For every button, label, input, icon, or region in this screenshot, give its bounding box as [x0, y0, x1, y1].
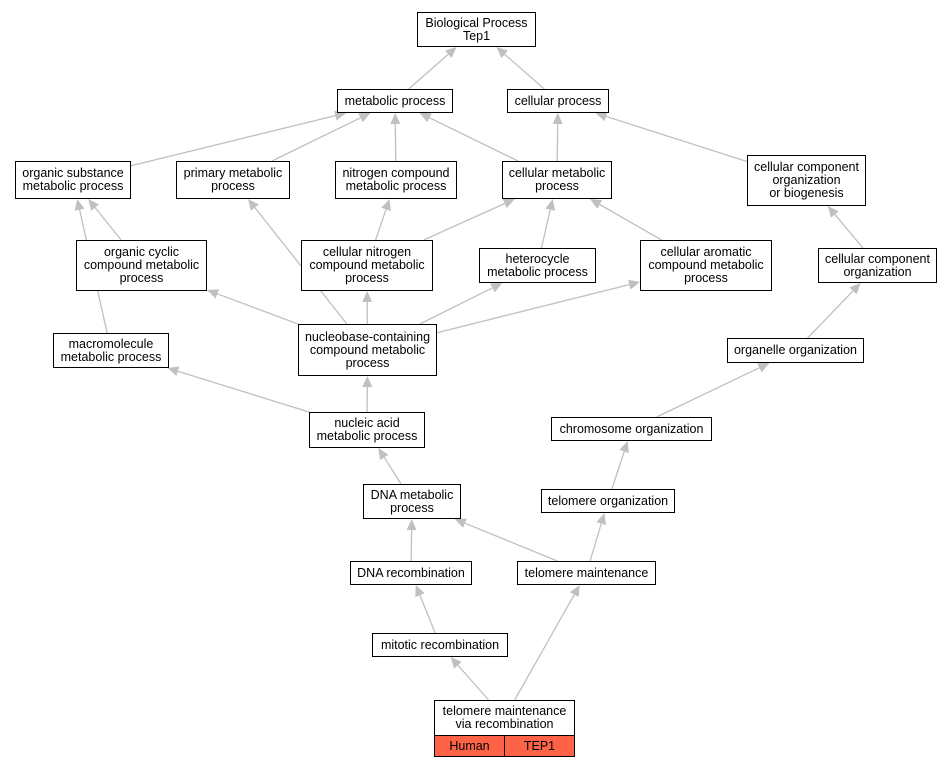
arrowhead-cco-to-ccob [827, 206, 839, 218]
edge-cellular_metabolic-to-cellular [556, 123, 559, 162]
edge-telomere_maint-to-dna_metabolic [464, 522, 558, 562]
node-primary-metabolic-process[interactable]: primary metabolic process [176, 161, 290, 199]
arrowhead-dna_recomb-to-dna_metabolic [406, 519, 417, 531]
edge-cellular-to-bp [504, 53, 545, 90]
edge-chromosome-to-organelle [656, 367, 760, 418]
arrowhead-telomere_org-to-chromosome [619, 441, 629, 453]
edge-tmvr-to-telomere_maint [514, 594, 575, 701]
arrowhead-nucleobase-to-organic_cyclic [207, 289, 220, 299]
arrowhead-nucleic_acid-to-macromolecule [167, 366, 180, 376]
edge-organic_substance-to-metabolic [130, 114, 336, 167]
arrowhead-cellular_aromatic-to-cellular_metabolic [590, 199, 603, 209]
edge-nucleic_acid-to-macromolecule [177, 370, 310, 413]
edge-nucleobase-to-primary_metabolic [254, 207, 348, 325]
edge-nucleobase-to-heterocycle [419, 287, 493, 325]
edge-primary_metabolic-to-metabolic [271, 117, 361, 162]
node-cellular-nitrogen-compound-metabolic-process[interactable]: cellular nitrogen compound metabolic pro… [301, 240, 433, 291]
node-nitrogen-compound-metabolic-process[interactable]: nitrogen compound metabolic process [335, 161, 457, 199]
node-telomere-maintenance-via-recombination[interactable]: telomere maintenance via recombination [434, 700, 575, 736]
arrowhead-nucleobase-to-primary_metabolic [248, 199, 259, 211]
arrowhead-nucleobase-to-cellular_aromatic [628, 279, 640, 290]
edge-nucleobase-to-cellular_aromatic [436, 283, 630, 334]
arrowhead-primary_metabolic-to-metabolic [358, 113, 371, 123]
arrowhead-cellular-to-bp [496, 47, 508, 58]
edge-organic_cyclic-to-organic_substance [94, 207, 122, 241]
arrowhead-dna_metabolic-to-nucleic_acid [378, 448, 389, 460]
arrowhead-nitrogen_compound-to-metabolic [390, 113, 401, 125]
arrowhead-cellular_nitrogen-to-cellular_metabolic [502, 199, 515, 209]
edge-ccob-to-cellular [605, 115, 748, 163]
edge-cellular_nitrogen-to-cellular_metabolic [423, 202, 505, 241]
arrowhead-cellular_metabolic-to-metabolic [419, 113, 432, 123]
arrowhead-heterocycle-to-cellular_metabolic [545, 199, 556, 211]
arrowhead-organic_cyclic-to-organic_substance [88, 199, 99, 211]
arrowhead-cellular_nitrogen-to-nitrogen_compound [381, 199, 391, 211]
node-chromosome-organization[interactable]: chromosome organization [551, 417, 712, 441]
node-cellular-metabolic-process[interactable]: cellular metabolic process [502, 161, 612, 199]
arrowhead-telomere_maint-to-dna_metabolic [454, 518, 467, 528]
edge-cco-to-ccob [834, 213, 864, 249]
arrowhead-nucleobase-to-cellular_nitrogen [362, 291, 373, 302]
edge-nucleobase-to-organic_cyclic [217, 293, 299, 325]
arrowhead-metabolic-to-bp [445, 47, 457, 58]
node-heterocycle-metabolic-process[interactable]: heterocycle metabolic process [479, 248, 596, 283]
node-macromolecule-metabolic-process[interactable]: macromolecule metabolic process [53, 333, 169, 368]
node-telomere-maintenance[interactable]: telomere maintenance [517, 561, 656, 585]
node-metabolic-process[interactable]: metabolic process [337, 89, 453, 113]
arrowhead-nucleobase-to-heterocycle [490, 283, 503, 293]
gene-annotation-cell: TEP1 [504, 735, 575, 757]
edge-cellular_metabolic-to-metabolic [429, 117, 519, 162]
edge-tmvr-to-mitotic [457, 664, 490, 701]
edge-heterocycle-to-cellular_metabolic [540, 209, 551, 249]
node-dna-metabolic-process[interactable]: DNA metabolic process [363, 484, 461, 519]
edge-nitrogen_compound-to-metabolic [394, 123, 397, 162]
arrowhead-nucleic_acid-to-nucleobase [362, 376, 373, 387]
node-telomere-organization[interactable]: telomere organization [541, 489, 675, 513]
arrowhead-ccob-to-cellular [595, 111, 608, 122]
edge-mitotic-to-dna_recomb [419, 594, 436, 634]
arrowhead-macromolecule-to-organic_substance [74, 199, 85, 211]
arrowhead-tmvr-to-telomere_maint [569, 585, 580, 597]
edge-cellular_nitrogen-to-nitrogen_compound [374, 209, 387, 241]
node-organic-substance-metabolic-process[interactable]: organic substance metabolic process [15, 161, 131, 199]
arrowhead-cellular_metabolic-to-cellular [552, 113, 563, 125]
node-organic-cyclic-compound-metabolic-process[interactable]: organic cyclic compound metabolic proces… [76, 240, 207, 291]
edge-metabolic-to-bp [408, 53, 449, 90]
node-cellular-component-organization-or-biogenesis[interactable]: cellular component organization or bioge… [747, 155, 866, 206]
node-biological-process[interactable]: Biological Process Tep1 [417, 12, 536, 47]
arrowhead-telomere_maint-to-telomere_org [596, 513, 607, 525]
node-nucleobase-containing-compound-metabolic-process[interactable]: nucleobase-containing compound metabolic… [298, 324, 437, 376]
edge-cellular_aromatic-to-cellular_metabolic [599, 203, 662, 241]
arrowhead-tmvr-to-mitotic [450, 657, 462, 669]
edge-telomere_org-to-chromosome [611, 451, 625, 490]
node-cellular-process[interactable]: cellular process [507, 89, 609, 113]
edge-telomere_maint-to-telomere_org [589, 523, 602, 562]
arrowhead-organic_substance-to-metabolic [334, 110, 347, 121]
node-cellular-aromatic-compound-metabolic-process[interactable]: cellular aromatic compound metabolic pro… [640, 240, 772, 291]
arrowhead-mitotic-to-dna_recomb [415, 585, 425, 598]
node-dna-recombination[interactable]: DNA recombination [350, 561, 472, 585]
node-nucleic-acid-metabolic-process[interactable]: nucleic acid metabolic process [309, 412, 425, 448]
arrowhead-organelle-to-cco [849, 283, 861, 295]
edge-dna_metabolic-to-nucleic_acid [383, 456, 402, 485]
node-mitotic-recombination[interactable]: mitotic recombination [372, 633, 508, 657]
node-cellular-component-organization[interactable]: cellular component organization [818, 248, 937, 283]
arrowhead-chromosome-to-organelle [757, 363, 770, 373]
node-organelle-organization[interactable]: organelle organization [727, 338, 864, 363]
edge-organelle-to-cco [807, 290, 854, 339]
species-annotation-cell: Human [434, 735, 505, 757]
